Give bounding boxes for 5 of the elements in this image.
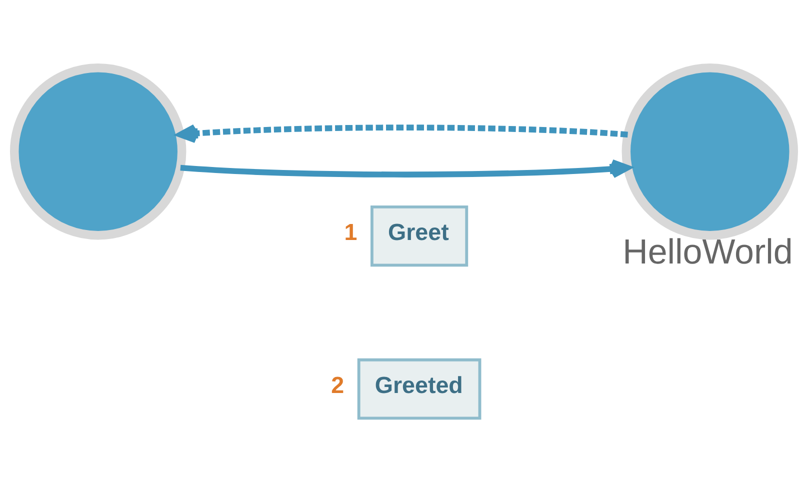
node-circle — [622, 63, 798, 240]
node-label: 1 — [344, 219, 358, 246]
node-circle — [10, 63, 186, 240]
node-label: HelloWorld — [622, 232, 793, 272]
node-label: 2 — [331, 372, 344, 398]
